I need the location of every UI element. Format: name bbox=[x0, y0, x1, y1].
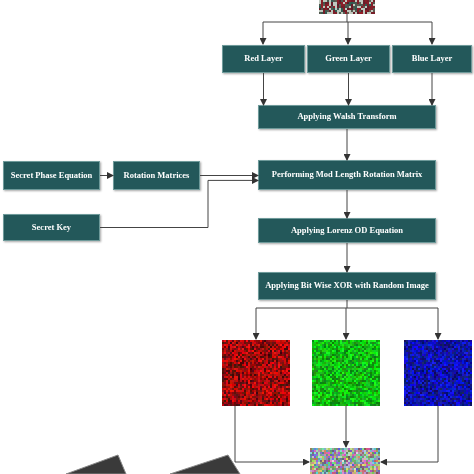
process-box: Red Layer bbox=[222, 45, 305, 73]
flow-arrow bbox=[347, 129, 348, 160]
box-label: Rotation Matrices bbox=[124, 171, 190, 181]
wire bbox=[256, 308, 438, 309]
wire-arrow bbox=[256, 308, 257, 339]
box-label: Red Layer bbox=[244, 54, 282, 64]
box-label: Applying Lorenz OD Equation bbox=[291, 226, 403, 236]
process-box: Blue Layer bbox=[392, 45, 472, 73]
wire-arrow bbox=[263, 22, 264, 44]
wire bbox=[347, 300, 348, 308]
wire bbox=[347, 14, 348, 22]
wire-arrow bbox=[381, 406, 438, 462]
process-box: Applying Lorenz OD Equation bbox=[258, 218, 436, 243]
process-box: Applying Bit Wise XOR with Random Image bbox=[258, 272, 436, 300]
channel-wires bbox=[256, 300, 438, 339]
wire-arrow bbox=[438, 308, 439, 339]
flow-arrow bbox=[200, 175, 258, 176]
box-label: Applying Walsh Transform bbox=[297, 112, 396, 122]
source-image bbox=[319, 0, 375, 14]
process-box: Applying Walsh Transform bbox=[258, 105, 436, 129]
box-label: Blue Layer bbox=[412, 54, 452, 64]
wire-arrow bbox=[432, 22, 433, 44]
process-box: Performing Mod Length Rotation Matrix bbox=[258, 160, 436, 190]
split-wires bbox=[263, 14, 432, 44]
wire-arrow bbox=[348, 22, 349, 44]
box-label: Applying Bit Wise XOR with Random Image bbox=[265, 281, 429, 291]
process-box: Green Layer bbox=[307, 45, 390, 73]
green-channel-image bbox=[312, 340, 380, 406]
blue-channel-image bbox=[404, 340, 472, 406]
wire-arrow bbox=[346, 308, 347, 339]
flow-arrow bbox=[100, 180, 258, 227]
box-label: Secret Key bbox=[32, 223, 71, 233]
flow-arrow bbox=[348, 73, 349, 105]
flow-arrow bbox=[100, 175, 113, 176]
flow-arrow bbox=[347, 190, 348, 218]
process-box: Secret Key bbox=[3, 214, 100, 241]
encrypted-image bbox=[310, 448, 380, 474]
flow-arrow bbox=[347, 243, 348, 272]
flow-arrow bbox=[432, 73, 433, 105]
wire-arrow bbox=[235, 406, 309, 462]
box-label: Green Layer bbox=[325, 54, 371, 64]
process-box: Rotation Matrices bbox=[113, 161, 200, 190]
wire-arrow bbox=[346, 406, 347, 447]
box-label: Secret Phase Equation bbox=[11, 171, 93, 181]
flow-arrow bbox=[263, 73, 264, 105]
process-box: Secret Phase Equation bbox=[3, 161, 100, 190]
block-arrow bbox=[170, 455, 240, 474]
block-arrow bbox=[66, 455, 126, 474]
box-label: Performing Mod Length Rotation Matrix bbox=[272, 170, 423, 180]
red-channel-image bbox=[222, 340, 290, 406]
